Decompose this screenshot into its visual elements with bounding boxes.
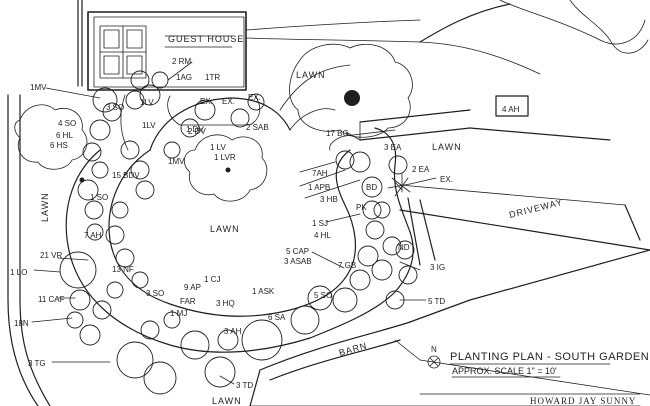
- barn-label: BARN: [338, 340, 369, 358]
- plant-label: 2 SAB: [246, 123, 269, 132]
- plant-label: 3 SO: [146, 289, 164, 298]
- plant-label: 6 SA: [268, 313, 286, 322]
- plant-label: 3 HB: [320, 195, 338, 204]
- plant-label: 7 GB: [338, 261, 356, 270]
- plant-label: 1 APB: [308, 183, 330, 192]
- plant-label: 3 HQ: [216, 299, 235, 308]
- plant-label: EX.: [440, 175, 453, 184]
- plant-label: 3 ASAB: [284, 257, 312, 266]
- plant-label: 2 DV: [188, 127, 206, 136]
- svg-text:N: N: [431, 345, 437, 354]
- north-arrow-icon: [427, 355, 441, 369]
- plant-symbols: [59, 70, 418, 395]
- plant-label: 1 LVR: [214, 153, 236, 162]
- plant-label: 2 EA: [412, 165, 430, 174]
- guest-house-label: GUEST HOUSE: [168, 34, 244, 44]
- plant-label: 1 SO: [90, 193, 108, 202]
- plant-label: 3 EA: [384, 143, 402, 152]
- designer-signature: HOWARD JAY SUNNY: [530, 396, 636, 406]
- plant-label: 1TR: [205, 73, 220, 82]
- plant-label: 6 HS: [50, 141, 68, 150]
- plant-label: 1 SJ: [312, 219, 328, 228]
- existing-shrub-symbol: [387, 173, 411, 197]
- plant-label: 7 AH: [84, 231, 102, 240]
- tree-canopies: [14, 0, 649, 202]
- plant-label: 1 LO: [10, 268, 27, 277]
- lawn-south-label: LAWN: [212, 396, 242, 406]
- plant-label: PK: [356, 203, 367, 212]
- plant-label: 18N: [14, 319, 29, 328]
- plant-label: 21 VR: [40, 251, 62, 260]
- plant-label: 9 AP: [184, 283, 201, 292]
- plant-label: 2 RM: [172, 57, 191, 66]
- plant-label: EX.: [248, 93, 261, 102]
- plant-label: 7AH: [312, 169, 328, 178]
- tree-trunk-marker: [225, 167, 231, 173]
- plant-label: 1 LV: [210, 143, 227, 152]
- plant-label: FAR: [180, 297, 196, 306]
- plant-label: 5 CAP: [286, 247, 309, 256]
- plant-label: 1AG: [176, 73, 192, 82]
- plant-label: 4 SO: [58, 119, 76, 128]
- plant-label: 1 ASK: [252, 287, 275, 296]
- leader-lines: [31, 61, 437, 385]
- plant-label: 3 SO: [106, 103, 124, 112]
- plant-label: BD: [366, 183, 377, 192]
- plant-label: 17 BG: [326, 129, 349, 138]
- plant-label: 3 AH: [224, 327, 242, 336]
- plant-label: ND: [398, 243, 410, 252]
- lawn-east-label: LAWN: [432, 142, 462, 152]
- site-lines: [7, 0, 650, 406]
- plant-label: 3 IG: [430, 263, 445, 272]
- plant-label: 4 HL: [314, 231, 331, 240]
- plant-label: 5 TD: [428, 297, 445, 306]
- guest-house: GUEST HOUSE: [87, 11, 247, 91]
- plant-label: 15 BDV: [112, 171, 140, 180]
- plant-label: 1 MJ: [170, 309, 187, 318]
- plant-label: 1 CJ: [204, 275, 220, 284]
- plant-label: 3 TG: [28, 359, 46, 368]
- lawn-center-label: LAWN: [210, 224, 240, 234]
- plant-label: 1LV: [142, 121, 156, 130]
- plan-scale: APPROX. SCALE 1" = 10': [452, 366, 557, 376]
- plant-label: EX.: [222, 97, 235, 106]
- plant-label: 1LV: [140, 98, 154, 107]
- driveway-label: DRIVEWAY: [508, 197, 564, 220]
- plant-label: 3 TD: [236, 381, 253, 390]
- plant-label: 13 NF: [112, 265, 134, 274]
- plant-label: 5 SO: [314, 291, 332, 300]
- title-block: N PLANTING PLAN - SOUTH GARDEN APPROX. S…: [419, 345, 649, 406]
- lawn-north-label: LAWN: [296, 70, 326, 80]
- plant-label: 1MV: [168, 157, 185, 166]
- plan-title: PLANTING PLAN - SOUTH GARDEN: [450, 351, 649, 363]
- lawn-west-label: LAWN: [40, 192, 50, 222]
- plant-label: 6 HL: [56, 131, 73, 140]
- plant-label: 11 CAF: [38, 295, 65, 304]
- plant-label: 1 DV: [186, 125, 204, 134]
- plant-label: 1MV: [30, 83, 47, 92]
- plant-label: EX.: [200, 97, 213, 106]
- tree-trunk-marker: [344, 90, 360, 106]
- plant-label: 4 AH: [502, 105, 520, 114]
